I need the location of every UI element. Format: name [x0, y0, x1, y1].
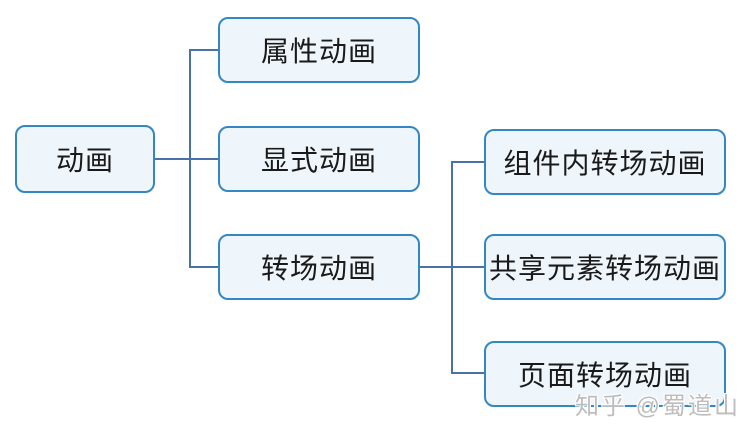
- zhihu-watermark: 知乎 @蜀道山: [574, 393, 740, 420]
- connector-trunk1-to-property: [189, 49, 218, 51]
- connector-trunk1-to-explicit: [189, 158, 218, 160]
- connector-trunk2-to-page: [451, 372, 484, 374]
- node-shared-element-transition-animation: 共享元素转场动画: [484, 234, 726, 300]
- node-transition-animation: 转场动画: [218, 234, 420, 300]
- connector-trunk1-to-transition: [189, 266, 218, 268]
- connector-trunk2-to-component: [451, 161, 484, 163]
- node-component-transition-animation: 组件内转场动画: [484, 129, 726, 195]
- node-animation-root: 动画: [15, 125, 155, 193]
- connector-transition-to-trunk2: [420, 266, 453, 268]
- node-explicit-animation: 显式动画: [218, 126, 420, 192]
- node-property-animation: 属性动画: [218, 17, 420, 83]
- connector-trunk2-to-shared: [451, 266, 484, 268]
- node-page-transition-animation: 页面转场动画: [484, 341, 726, 407]
- connector-root-to-trunk: [153, 158, 191, 160]
